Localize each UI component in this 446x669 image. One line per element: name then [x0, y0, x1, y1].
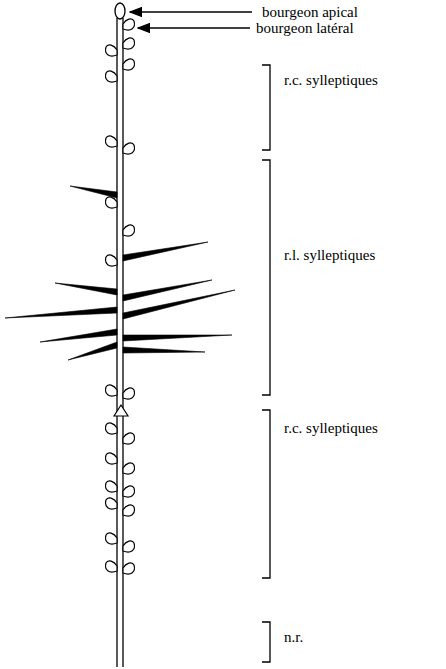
bracket-label: r.c. sylleptiques	[284, 72, 378, 88]
branch-spine	[123, 347, 205, 353]
bracket-label: r.c. sylleptiques	[284, 420, 378, 436]
branch-spine	[123, 335, 232, 341]
lateral-bud	[123, 59, 134, 70]
branch-spine	[123, 290, 235, 319]
lateral-bud	[123, 541, 134, 552]
lateral-bud	[106, 498, 117, 509]
bracket	[262, 622, 270, 662]
bracket-label: r.l. sylleptiques	[284, 247, 375, 263]
lateral-bud	[123, 225, 134, 236]
lateral-bud	[123, 463, 134, 474]
pointer-label: bourgeon latéral	[256, 20, 354, 36]
branch-spine	[68, 342, 117, 360]
lateral-bud	[106, 533, 117, 544]
branch-spine	[70, 186, 117, 198]
lateral-bud	[106, 45, 117, 56]
lateral-bud	[106, 255, 117, 266]
branch-spine	[40, 329, 117, 342]
brackets	[262, 65, 270, 662]
lateral-bud	[123, 143, 134, 154]
pointer-arrows	[130, 12, 252, 28]
lateral-bud	[123, 38, 134, 49]
long-branches	[5, 186, 235, 360]
lateral-bud	[123, 505, 134, 516]
lateral-bud	[106, 71, 117, 82]
lateral-bud	[106, 481, 117, 492]
stem	[117, 18, 123, 667]
bracket-label: n.r.	[284, 629, 303, 645]
pointer-arrow	[130, 11, 252, 13]
branch-spine	[55, 283, 117, 295]
bud-scar	[114, 405, 128, 416]
lateral-bud	[123, 433, 134, 444]
bracket	[262, 410, 270, 578]
bracket	[262, 160, 270, 395]
pointer-label: bourgeon apical	[262, 4, 358, 20]
lateral-bud	[123, 388, 134, 399]
lateral-bud	[106, 561, 117, 572]
apical-bud	[115, 3, 125, 19]
lateral-bud	[123, 486, 134, 497]
lateral-bud	[106, 197, 117, 208]
lateral-bud	[123, 19, 134, 30]
branch-spine	[5, 307, 117, 318]
lateral-bud	[106, 423, 117, 434]
bracket	[262, 65, 270, 150]
pointer-arrow	[138, 27, 250, 29]
lateral-bud	[106, 385, 117, 396]
lateral-bud	[106, 453, 117, 464]
lateral-bud	[123, 563, 134, 574]
lateral-bud	[106, 136, 117, 147]
branch-spine	[123, 242, 208, 261]
